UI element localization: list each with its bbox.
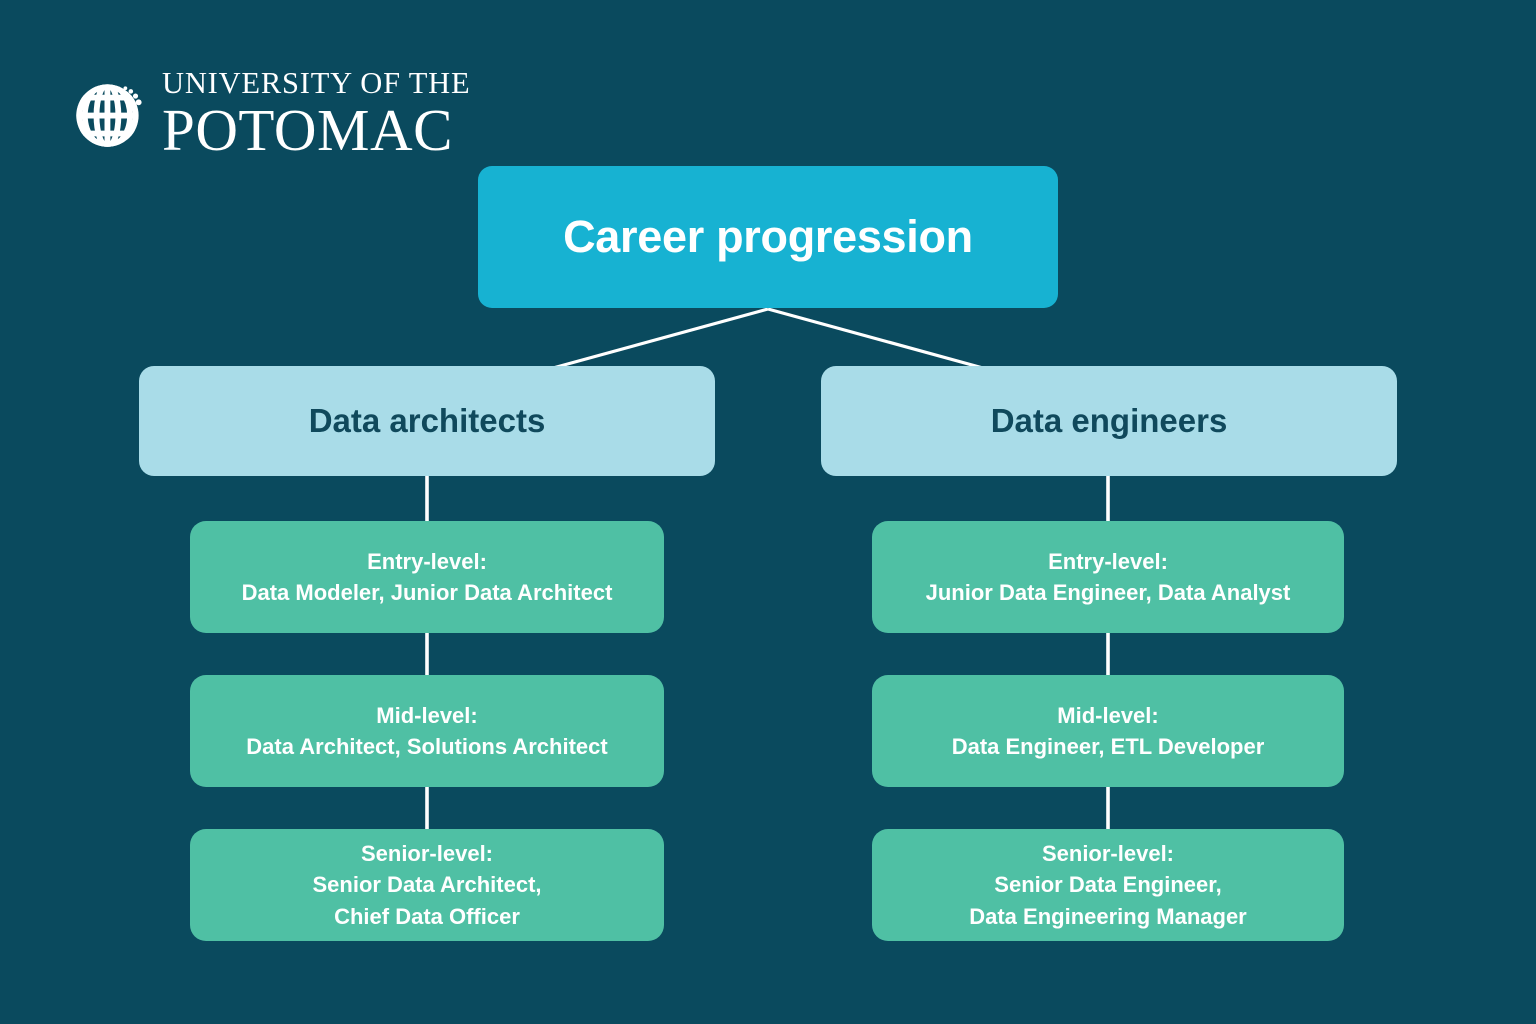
globe-dots: [123, 86, 142, 106]
node-engineer-mid-level: Mid-level: Data Engineer, ETL Developer: [872, 675, 1344, 787]
node-career-progression: Career progression: [478, 166, 1058, 308]
globe-icon: [76, 84, 142, 147]
node-category-label: Data architects: [308, 402, 546, 440]
logo-line-potomac: POTOMAC: [162, 96, 453, 163]
node-level-label: Entry-level: Data Modeler, Junior Data A…: [241, 548, 613, 605]
node-title-label: Career progression: [563, 211, 973, 263]
node-architect-entry-level: Entry-level: Data Modeler, Junior Data A…: [190, 521, 664, 633]
connector-title-to-data-engineers: [767, 307, 984, 370]
node-data-architects: Data architects: [139, 366, 715, 476]
logo-wordmark: UNIVERSITY OF THE POTOMAC: [162, 68, 470, 160]
node-level-label: Senior-level: Senior Data Engineer, Data…: [969, 841, 1247, 929]
node-data-engineers: Data engineers: [821, 366, 1397, 476]
node-level-label: Senior-level: Senior Data Architect, Chi…: [312, 841, 542, 929]
node-architect-senior-level: Senior-level: Senior Data Architect, Chi…: [190, 829, 664, 941]
connector-title-to-data-architects: [552, 307, 769, 370]
node-level-label: Mid-level: Data Architect, Solutions Arc…: [246, 702, 608, 759]
node-architect-mid-level: Mid-level: Data Architect, Solutions Arc…: [190, 675, 664, 787]
node-engineer-entry-level: Entry-level: Junior Data Engineer, Data …: [872, 521, 1344, 633]
node-engineer-senior-level: Senior-level: Senior Data Engineer, Data…: [872, 829, 1344, 941]
logo-line-university-of-the: UNIVERSITY OF THE: [162, 66, 471, 100]
node-level-label: Mid-level: Data Engineer, ETL Developer: [951, 702, 1265, 759]
university-logo: UNIVERSITY OF THE POTOMAC: [70, 68, 470, 160]
node-category-label: Data engineers: [990, 402, 1228, 440]
node-level-label: Entry-level: Junior Data Engineer, Data …: [925, 548, 1291, 605]
